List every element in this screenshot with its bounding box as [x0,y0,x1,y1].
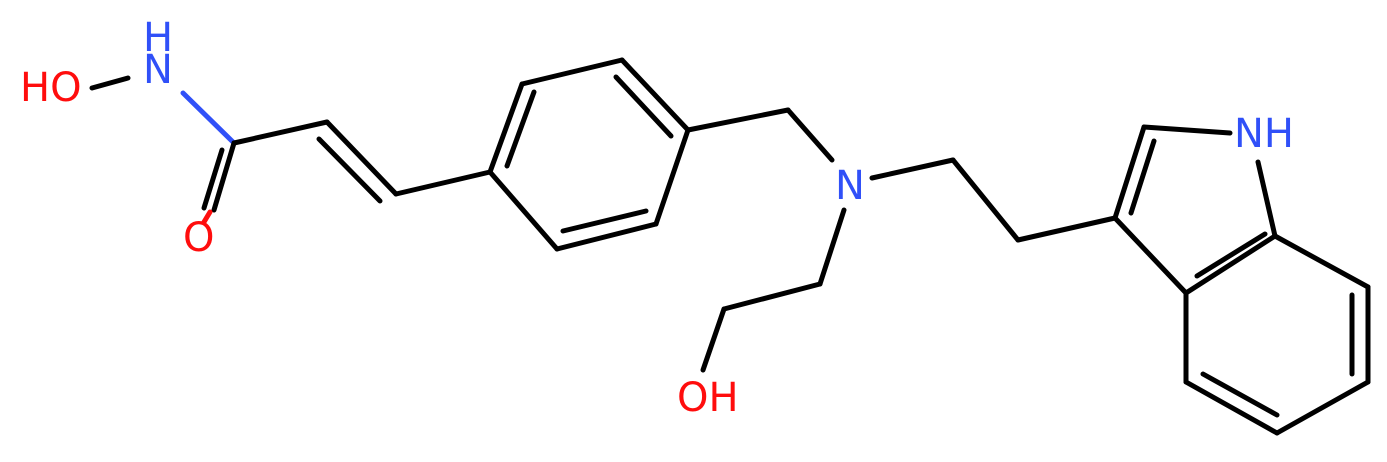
bond-n-ethyl-c1 [869,157,956,181]
bond-ring-1 [487,81,525,175]
bond-indole-c6-c5 [1274,379,1371,436]
bond-ring-4 [653,127,691,227]
bond-ethyl-c1-c2 [950,157,1021,243]
bond-indole-c3a-c7a-inner [1194,231,1268,279]
atom-label-n-hydroxamic: N [143,47,173,93]
bond-indole-c3a-c7a [1183,233,1278,296]
bond-indole-c5-c4-inner [1200,371,1280,418]
bond-carbonyl-c-alkene [231,119,330,146]
atom-label-oh-ethanol: OH [677,375,739,421]
bond-ring-6 [487,169,560,252]
bond-indole-nh-c7a [1255,159,1278,239]
bond-indole-c5-c4 [1183,379,1280,436]
atom-label-n-amine: N [835,163,865,209]
atom-label-ho-hydroxamic: HO [20,65,82,111]
bond-ring-2 [519,57,625,87]
bond-carbonyl-o-segment [201,209,213,225]
bond-ring-1-inner [504,89,537,169]
hydroxamic-acid-group [89,75,330,225]
bond-oh-n [89,75,131,91]
bond-ethyl-c2-indole [1015,215,1118,243]
bond-hydroxyethyl-c1-c2 [721,281,823,312]
indole-ring [1112,124,1371,436]
amine-linkers [685,107,1118,373]
bond-indole-c2-nh [1141,124,1233,136]
bond-alkene-double-outer [324,119,399,197]
bond-ring-3-inner [613,74,674,139]
bond-ring-ch2 [685,107,791,133]
bond-ring-3 [619,57,691,133]
atom-labels: H N HO O N OH NH [20,15,1294,421]
bond-alkene-to-ring [393,169,493,197]
bond-indole-c3-c2-inner [1128,138,1157,216]
bond-ch2-n [785,107,835,163]
bond-carbonyl-double-inner [201,147,225,211]
atom-label-nh-indole: NH [1234,111,1294,157]
bond-n-carbonyl-c [180,90,237,146]
bond-hydroxyethyl-c2-o [700,306,727,373]
bond-n-hydroxyethyl-c1 [817,207,847,287]
bond-indole-c3-c3a [1112,215,1189,296]
bond-ring-5 [554,221,659,252]
bond-indole-c7a-c7 [1272,233,1371,290]
atom-label-o-carbonyl: O [183,215,214,261]
atom-label-h-hydroxamic: H [143,15,173,61]
alkene-linker [316,119,493,204]
bond-carbonyl-double-outer [211,140,237,213]
bond-alkene-double-inner [316,136,383,204]
benzene-ring [487,57,691,252]
bond-ring-5-inner [560,208,649,234]
bond-indole-c3-c2 [1112,124,1147,221]
